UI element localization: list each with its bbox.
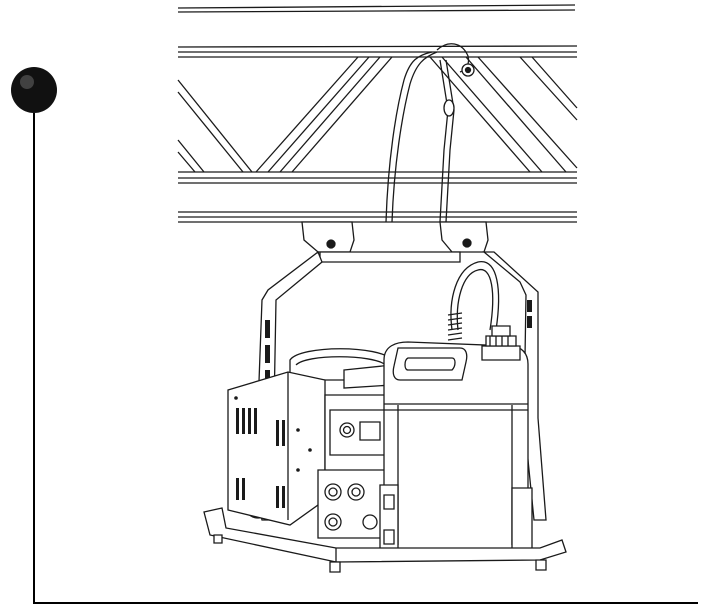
side-vents <box>236 408 285 508</box>
callout-marker <box>11 67 698 603</box>
callout-bullet-icon <box>11 67 57 113</box>
display-window <box>360 422 380 440</box>
truss-lacing <box>178 57 577 172</box>
fluid-container <box>380 326 532 560</box>
fluid-hose <box>448 262 499 340</box>
hose-spring <box>448 313 462 340</box>
truss <box>178 5 577 222</box>
base-feet <box>214 535 546 572</box>
callout-leader-line <box>34 113 698 603</box>
truss-top-chord <box>178 5 577 57</box>
truss-bottom-chord <box>178 172 577 222</box>
casing-screws <box>234 396 312 472</box>
fuse-holder-icon <box>363 515 377 529</box>
callout-bullet-highlight <box>20 75 34 89</box>
base-tray <box>204 508 566 572</box>
container-cap-icon <box>482 326 520 360</box>
hazer-unit <box>228 349 392 538</box>
safety-cable <box>386 44 474 222</box>
